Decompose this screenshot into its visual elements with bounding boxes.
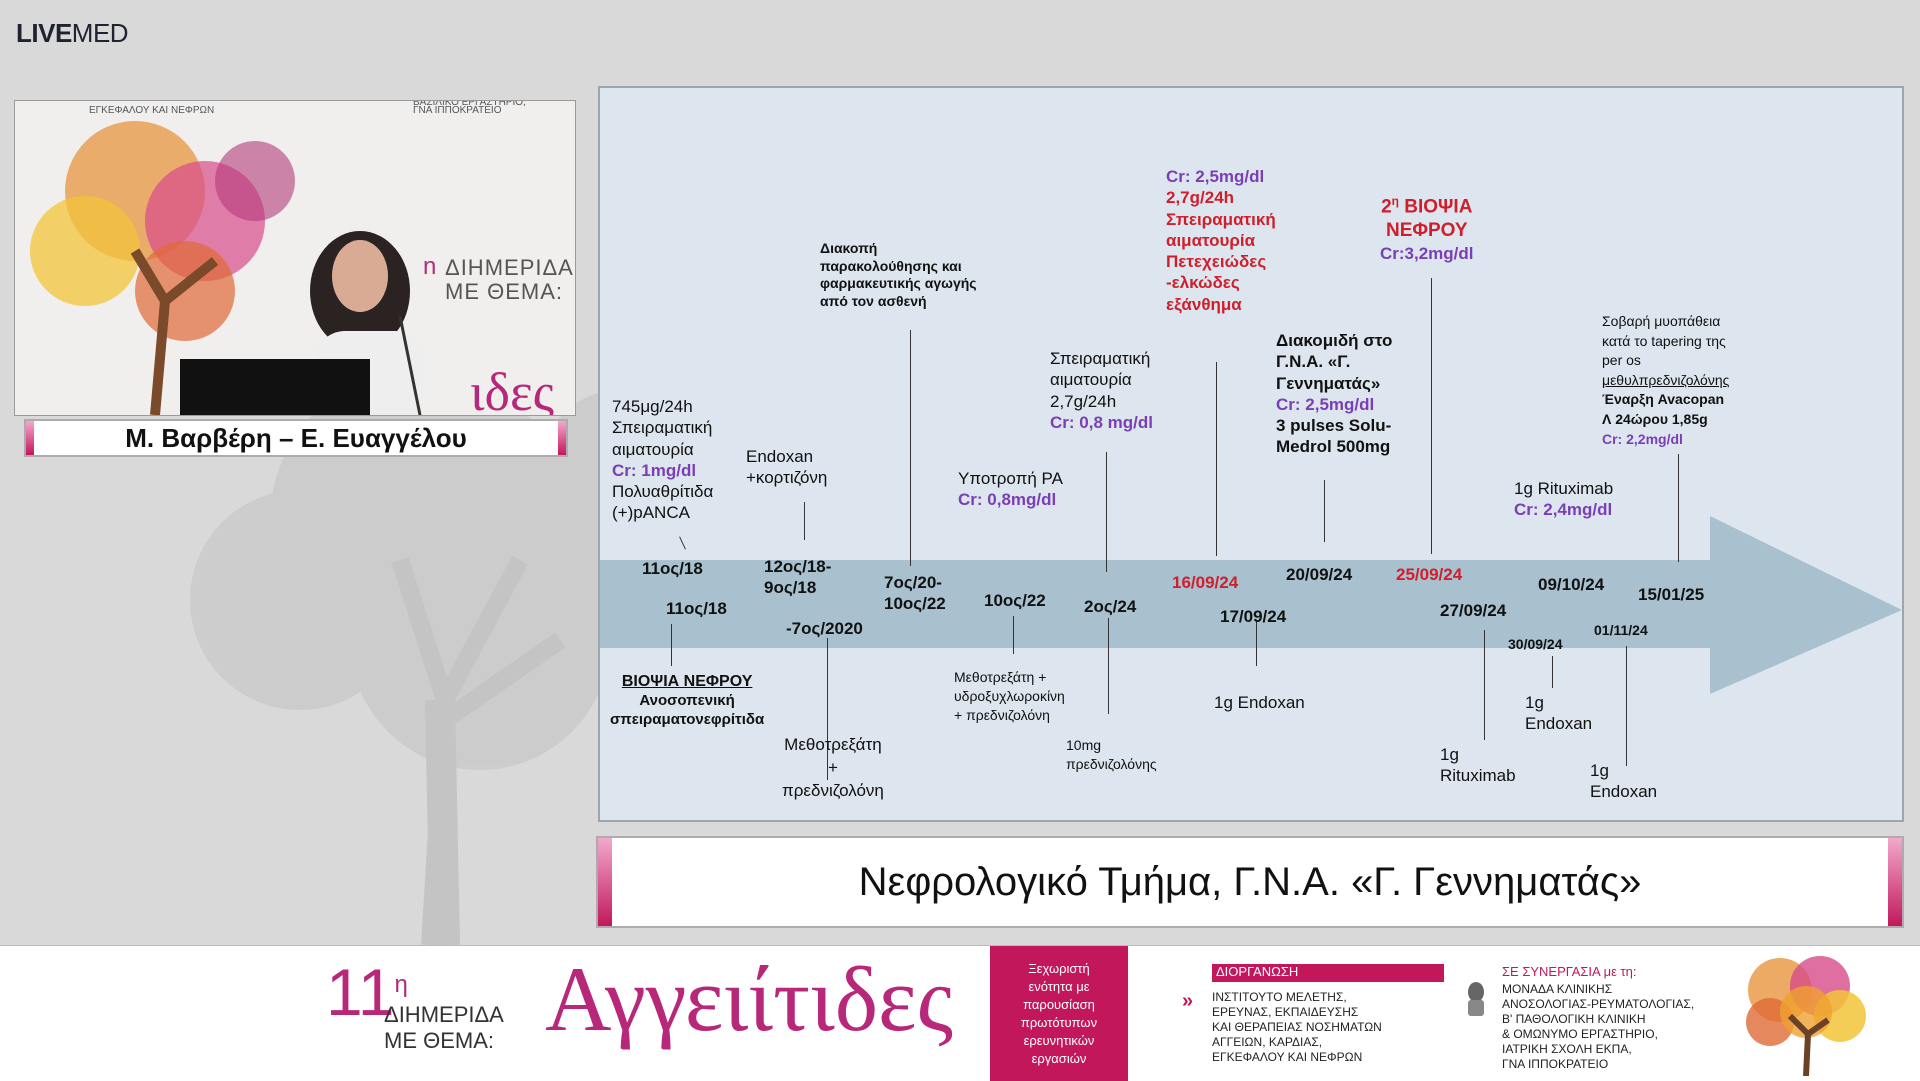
connector-10 <box>1013 616 1014 654</box>
university-seal-icon <box>1468 982 1484 1016</box>
connector-4 <box>1106 452 1107 572</box>
date-label-7: 2ος/24 <box>1084 597 1137 616</box>
event-second-biopsy: 2η ΒΙΟΨΙΑ ΝΕΦΡΟΥ Cr:3,2mg/dl <box>1380 194 1474 263</box>
date-label-6: 10ος/22 <box>984 591 1046 610</box>
double-chevron-icon: » <box>1182 990 1194 1012</box>
date-label-13: 30/09/24 <box>1508 636 1563 652</box>
date-label-8: 16/09/24 <box>1172 573 1239 592</box>
date-label-14: 09/10/24 <box>1538 575 1605 594</box>
collaboration-heading: ΣΕ ΣΥΝΕΡΓΑΣΙΑ με τη: <box>1502 964 1637 979</box>
event-methotrexate-prednisolone: Μεθοτρεξάτη+πρεδνιζολόνη <box>782 735 884 800</box>
event-triple-therapy: Μεθοτρεξάτη +υδροξυχλωροκίνη+ πρεδνιζολό… <box>954 669 1065 723</box>
livemed-logo: LIVEMED <box>16 18 129 48</box>
presenter-video: ΕΓΚΕΦΑΛΟΥ ΚΑΙ ΝΕΦΡΩΝ ΒΑΣΙΛΙΚΟ ΕΡΓΑΣΤΗΡΙΟ… <box>14 100 576 416</box>
timeline-arrow <box>600 516 1902 694</box>
date-label-3: 12ος/18-9ος/18 <box>764 557 832 598</box>
connector-5 <box>1216 362 1217 556</box>
video-caption-right-2: ΓΝΑ ΙΠΠΟΚΡΑΤΕΙΟ <box>413 105 502 116</box>
date-label-5: 7ος/20-10ος/22 <box>884 573 946 614</box>
connector-15 <box>1626 646 1627 766</box>
date-label-15: 01/11/24 <box>1594 622 1648 638</box>
connector-2 <box>804 502 805 540</box>
connector-12 <box>1256 620 1257 666</box>
banner-title: Αγγειίτιδες <box>545 948 954 1050</box>
connector-6 <box>1324 480 1325 542</box>
event-endoxan-cortisone: Endoxan+κορτιζόνη <box>746 447 828 488</box>
date-label-16: 15/01/25 <box>1638 585 1705 604</box>
date-label-10: 20/09/24 <box>1286 565 1353 584</box>
speaker-name: Μ. Βαρβέρη – Ε. Ευαγγέλου <box>24 419 568 457</box>
event-endoxan-1709: 1g Endoxan <box>1214 693 1305 712</box>
video-caption-right-1: ΒΑΣΙΛΙΚΟ ΕΡΓΑΣΤΗΡΙΟ, <box>413 100 526 108</box>
date-label-9: 17/09/24 <box>1220 607 1287 626</box>
date-label-4: -7ος/2020 <box>786 619 863 638</box>
connector-7 <box>1431 278 1432 554</box>
connector-3 <box>910 330 911 566</box>
video-brand-word: ιδες <box>470 362 555 416</box>
connector-11 <box>1108 618 1109 714</box>
organizer-heading: ΔΙΟΡΓΑΝΩΣΗ <box>1212 964 1444 982</box>
connector-13 <box>1484 630 1485 740</box>
connector-9 <box>827 638 828 780</box>
slide-caption: Νεφρολογικό Τμήμα, Γ.Ν.Α. «Γ. Γεννηματάς… <box>596 836 1904 928</box>
date-label-2: 11ος/18 <box>666 599 727 618</box>
video-scene <box>30 121 425 415</box>
connector-14 <box>1552 656 1553 688</box>
connector-16 <box>1678 454 1679 562</box>
date-label-1: 11ος/18 <box>642 559 703 578</box>
video-caption-left: ΕΓΚΕΦΑΛΟΥ ΚΑΙ ΝΕΦΡΩΝ <box>89 105 215 116</box>
banner-edition: 11η <box>326 955 408 1029</box>
date-label-11: 25/09/24 <box>1396 565 1463 584</box>
date-label-12: 27/09/24 <box>1440 601 1507 620</box>
connector-8 <box>671 624 672 666</box>
tree-logo-icon <box>1746 956 1866 1076</box>
video-sup: n <box>423 253 437 280</box>
